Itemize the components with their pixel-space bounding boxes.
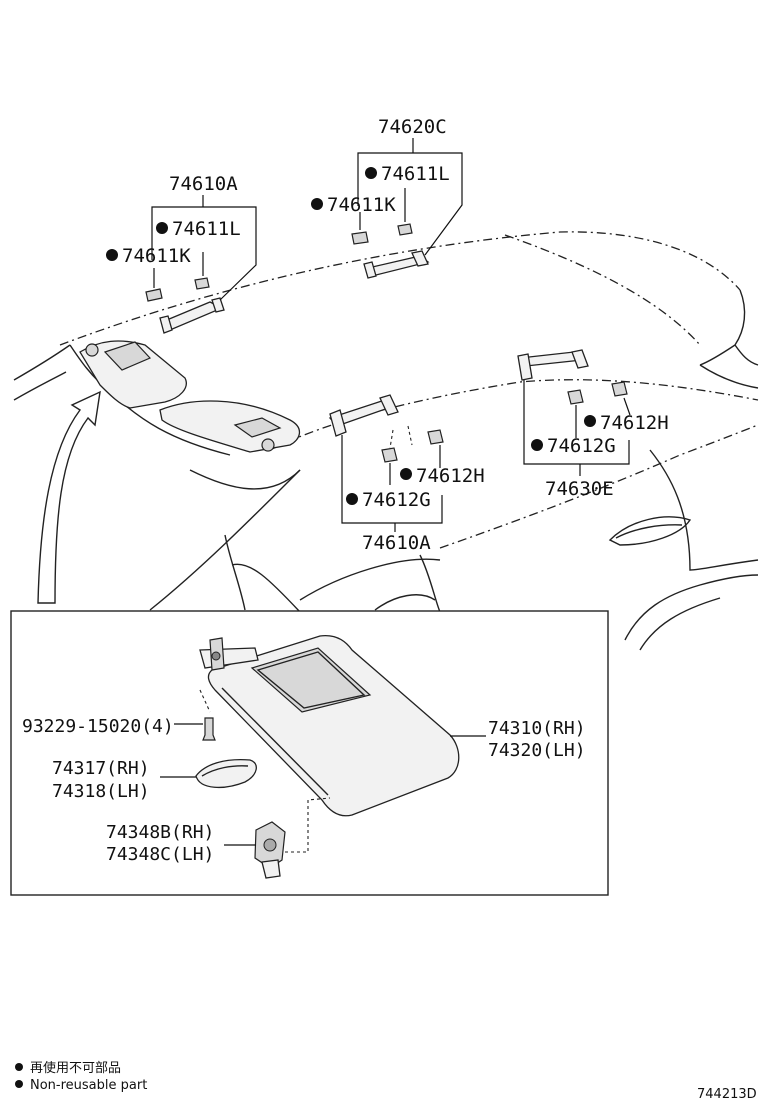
label-74612G-rear-right: 74612G bbox=[547, 435, 616, 457]
visor-right-installed bbox=[159, 400, 301, 453]
mirror-cover-part bbox=[195, 758, 257, 788]
diagram-code: 744213D bbox=[697, 1087, 757, 1102]
front-right-grip-group: 74620C 74611L 74611K bbox=[311, 116, 463, 279]
rear-left-grip-group: 74612H 74612G 74610A bbox=[328, 394, 485, 554]
non-reusable-dot bbox=[156, 222, 168, 234]
non-reusable-dot bbox=[584, 415, 596, 427]
label-74318: 74318(LH) bbox=[52, 781, 150, 802]
non-reusable-dot bbox=[346, 493, 358, 505]
non-reusable-dot bbox=[106, 249, 118, 261]
label-74310: 74310(RH) bbox=[488, 718, 586, 739]
visor-left-installed bbox=[79, 340, 187, 409]
legend-dot bbox=[15, 1063, 23, 1071]
label-74612H-rear-right: 74612H bbox=[600, 412, 669, 434]
rear-right-grip-group: 74612H 74612G 74630E bbox=[517, 349, 669, 500]
label-74611L-front-right: 74611L bbox=[381, 163, 450, 185]
non-reusable-dot bbox=[531, 439, 543, 451]
front-left-grip-group: 74610A 74611L 74611K bbox=[106, 173, 257, 334]
legend: 再使用不可部品 Non-reusable part bbox=[15, 1060, 147, 1093]
visor-detail-box: 93229-15020(4) 74317(RH) 74318(LH) 74348… bbox=[10, 610, 609, 896]
legend-dot bbox=[15, 1080, 23, 1088]
label-74612G-rear-left: 74612G bbox=[362, 489, 431, 511]
vehicle-body-outline bbox=[13, 231, 759, 651]
label-74610A-front: 74610A bbox=[169, 173, 238, 195]
screw-part bbox=[202, 717, 216, 741]
label-74320: 74320(LH) bbox=[488, 740, 586, 761]
label-74620C: 74620C bbox=[378, 116, 447, 138]
legend-japanese: 再使用不可部品 bbox=[30, 1060, 121, 1076]
label-74348B: 74348B(RH) bbox=[106, 822, 214, 843]
label-74610A-rear: 74610A bbox=[362, 532, 431, 554]
label-74317: 74317(RH) bbox=[52, 758, 150, 779]
non-reusable-dot bbox=[311, 198, 323, 210]
non-reusable-dot bbox=[365, 167, 377, 179]
label-74611L-front-left: 74611L bbox=[172, 218, 241, 240]
legend-english: Non-reusable part bbox=[30, 1078, 147, 1093]
label-74612H-rear-left: 74612H bbox=[416, 465, 485, 487]
label-74348C: 74348C(LH) bbox=[106, 844, 214, 865]
non-reusable-dot bbox=[400, 468, 412, 480]
label-74630E: 74630E bbox=[545, 478, 614, 500]
vanity-mirror bbox=[250, 647, 372, 713]
view-direction-arrow bbox=[37, 390, 101, 604]
label-74611K-front-left: 74611K bbox=[122, 245, 191, 267]
label-93229-15020: 93229-15020(4) bbox=[22, 716, 174, 737]
label-74611K-front-right: 74611K bbox=[327, 194, 396, 216]
